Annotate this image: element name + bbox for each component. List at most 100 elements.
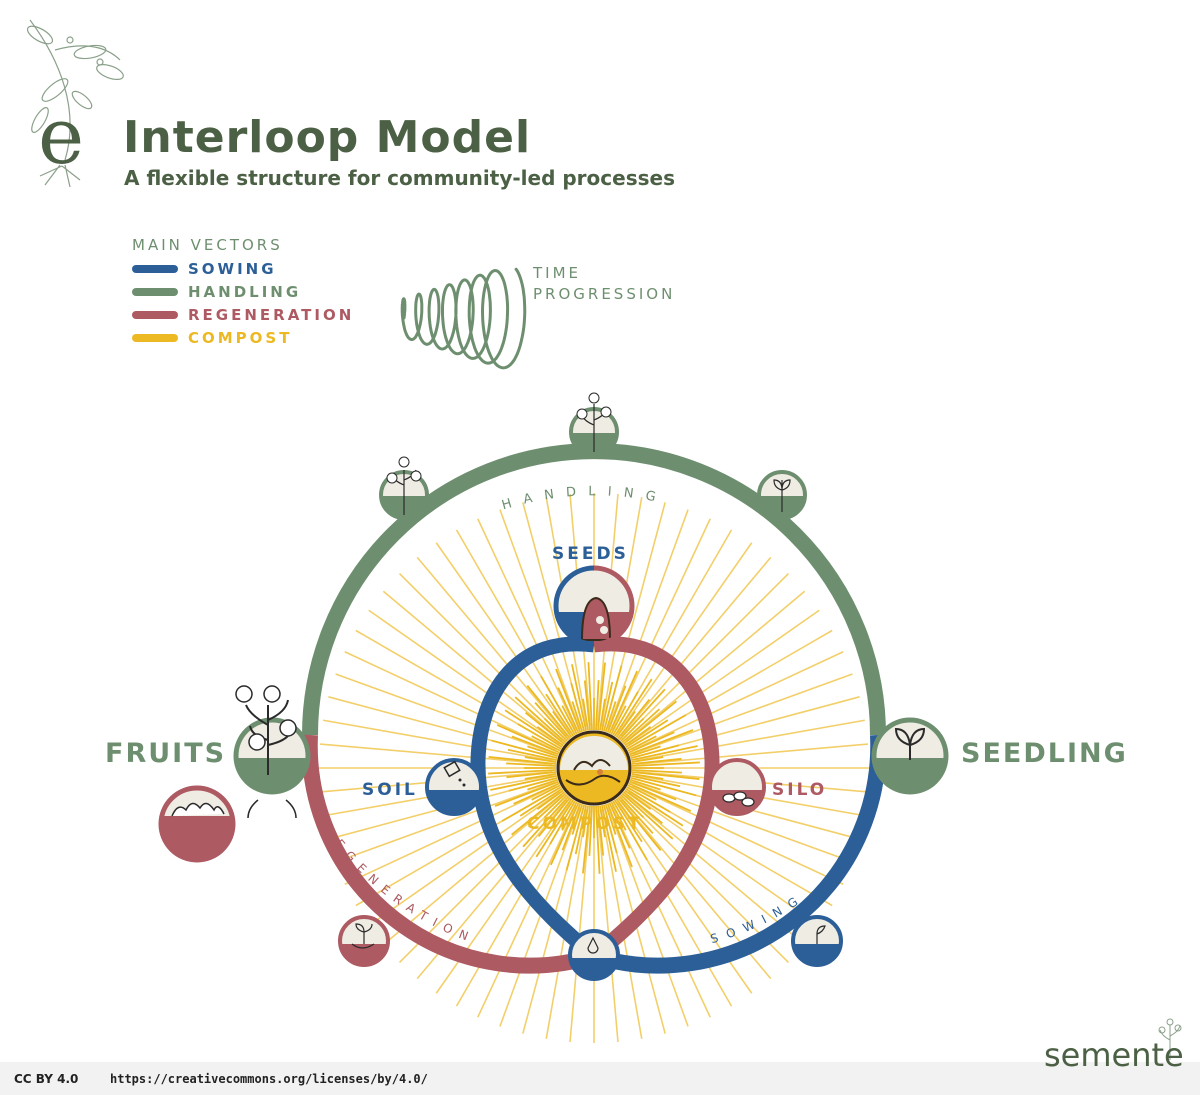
compost-ray (633, 781, 853, 863)
compost-burst-ray (610, 705, 627, 735)
compost-burst-ray (506, 762, 557, 767)
compost-burst-ray (627, 735, 657, 752)
compost-burst-ray (537, 796, 571, 837)
legend-label-sowing: SOWING (188, 260, 277, 278)
compost-burst-ray (620, 794, 645, 819)
compost-burst-ray (629, 745, 661, 758)
time-label-line2: PROGRESSION (533, 285, 676, 303)
compost-burst-ray (608, 802, 631, 849)
legend-label-compost: COMPOST (188, 329, 293, 347)
compost-ray (344, 651, 557, 751)
compost-burst-ray (531, 735, 561, 752)
compost-ray (625, 590, 806, 742)
compost-burst-ray (561, 705, 578, 735)
legend-item-compost: COMPOST (132, 328, 292, 348)
compost-burst-ray (630, 775, 681, 788)
compost-burst-ray (571, 803, 584, 835)
compost-ray (382, 590, 563, 742)
compost-burst-ray (494, 780, 559, 807)
sowing-node-icon (791, 915, 843, 967)
compost-burst-ray (571, 664, 587, 732)
seedling-label: SEEDLING (961, 738, 1128, 769)
brand-wordmark: semente (1044, 1036, 1184, 1074)
compost-burst-ray (582, 805, 591, 874)
compost-burst-ray (490, 775, 558, 791)
compost-burst-ray (511, 791, 566, 836)
compost-burst-ray (549, 800, 576, 845)
compost-burst-ray (543, 794, 568, 819)
compost-ray (499, 509, 581, 729)
compost-ray (368, 609, 561, 745)
compost-burst-ray (536, 789, 564, 810)
compost-burst-ray (507, 748, 558, 761)
compost-ray (607, 509, 689, 729)
legend-swatch-compost (132, 334, 178, 342)
compost-ray (611, 518, 711, 731)
compost-burst-ray (506, 771, 557, 779)
compost-burst-ray (550, 802, 580, 866)
compost-burst-ray (629, 729, 694, 756)
compost-burst-ray (545, 693, 575, 737)
compost-burst-ray (565, 804, 586, 871)
compost-burst-ray (587, 662, 593, 731)
legend-item-sowing: SOWING (132, 259, 277, 279)
compost-burst-ray (517, 723, 562, 750)
compost-burst-ray (582, 698, 589, 731)
compost-ray (611, 805, 711, 1018)
sowing-ring (591, 734, 887, 974)
compost-burst-ray (528, 792, 567, 828)
handling-plant-node-right-icon (757, 470, 807, 520)
seedling-node-icon (871, 717, 949, 795)
ring-label-handling: HANDLING (500, 484, 669, 513)
compost-burst-ray (504, 709, 563, 749)
compost-burst-ray (613, 799, 643, 843)
compost-burst-ray (525, 711, 566, 745)
compost-ray (398, 572, 565, 739)
compost-burst-ray (615, 798, 636, 826)
compost-burst-ray (618, 688, 666, 741)
compost-burst-ray (599, 698, 606, 731)
compost-burst-ray (588, 805, 593, 856)
compost-burst-ray (631, 756, 664, 763)
compost-icon (556, 730, 632, 806)
compost-burst-ray (557, 687, 580, 734)
compost-ray (435, 542, 571, 735)
compost-burst-ray (552, 710, 573, 738)
time-label-line1: TIME (533, 264, 582, 282)
legend-swatch-regeneration (132, 311, 178, 319)
compost-burst-ray (531, 784, 561, 801)
license-badge[interactable]: CC BY 4.0 (14, 1072, 78, 1086)
license-link[interactable]: https://creativecommons.org/licenses/by/… (110, 1072, 428, 1086)
compost-burst-ray (508, 776, 558, 792)
compost-burst-ray (630, 776, 697, 797)
compost-ray (627, 791, 820, 927)
legend-label-regeneration: REGENERATION (188, 306, 355, 324)
compost-ray (631, 651, 844, 751)
compost-ray (416, 556, 568, 737)
compost-burst-ray (631, 773, 664, 780)
compost-burst-ray (522, 795, 570, 848)
compost-ray (368, 791, 561, 927)
compost-burst-ray (540, 675, 576, 736)
legend-swatch-handling (132, 288, 178, 296)
compost-ray (635, 743, 869, 766)
compost-burst-ray (543, 717, 568, 742)
compost-burst-ray (561, 803, 582, 851)
compost-burst-ray (597, 805, 605, 856)
compost-burst-ray (491, 739, 558, 760)
compost-burst-ray (526, 685, 571, 740)
compost-burst-ray (574, 804, 587, 855)
compost-burst-ray (602, 804, 618, 854)
compost-burst-ray (620, 717, 645, 742)
legend-swatch-sowing (132, 265, 178, 273)
compost-burst-ray (610, 801, 627, 831)
compost-burst-ray (524, 756, 557, 763)
watering-node-icon (568, 929, 620, 981)
compost-burst-ray (627, 784, 657, 801)
compost-burst-ray (601, 681, 614, 732)
compost-ray (499, 807, 581, 1027)
compost-burst-ray (552, 798, 573, 826)
compost-burst-ray (626, 714, 687, 750)
regeneration-ring (301, 734, 597, 974)
compost-burst-ray (527, 745, 559, 758)
